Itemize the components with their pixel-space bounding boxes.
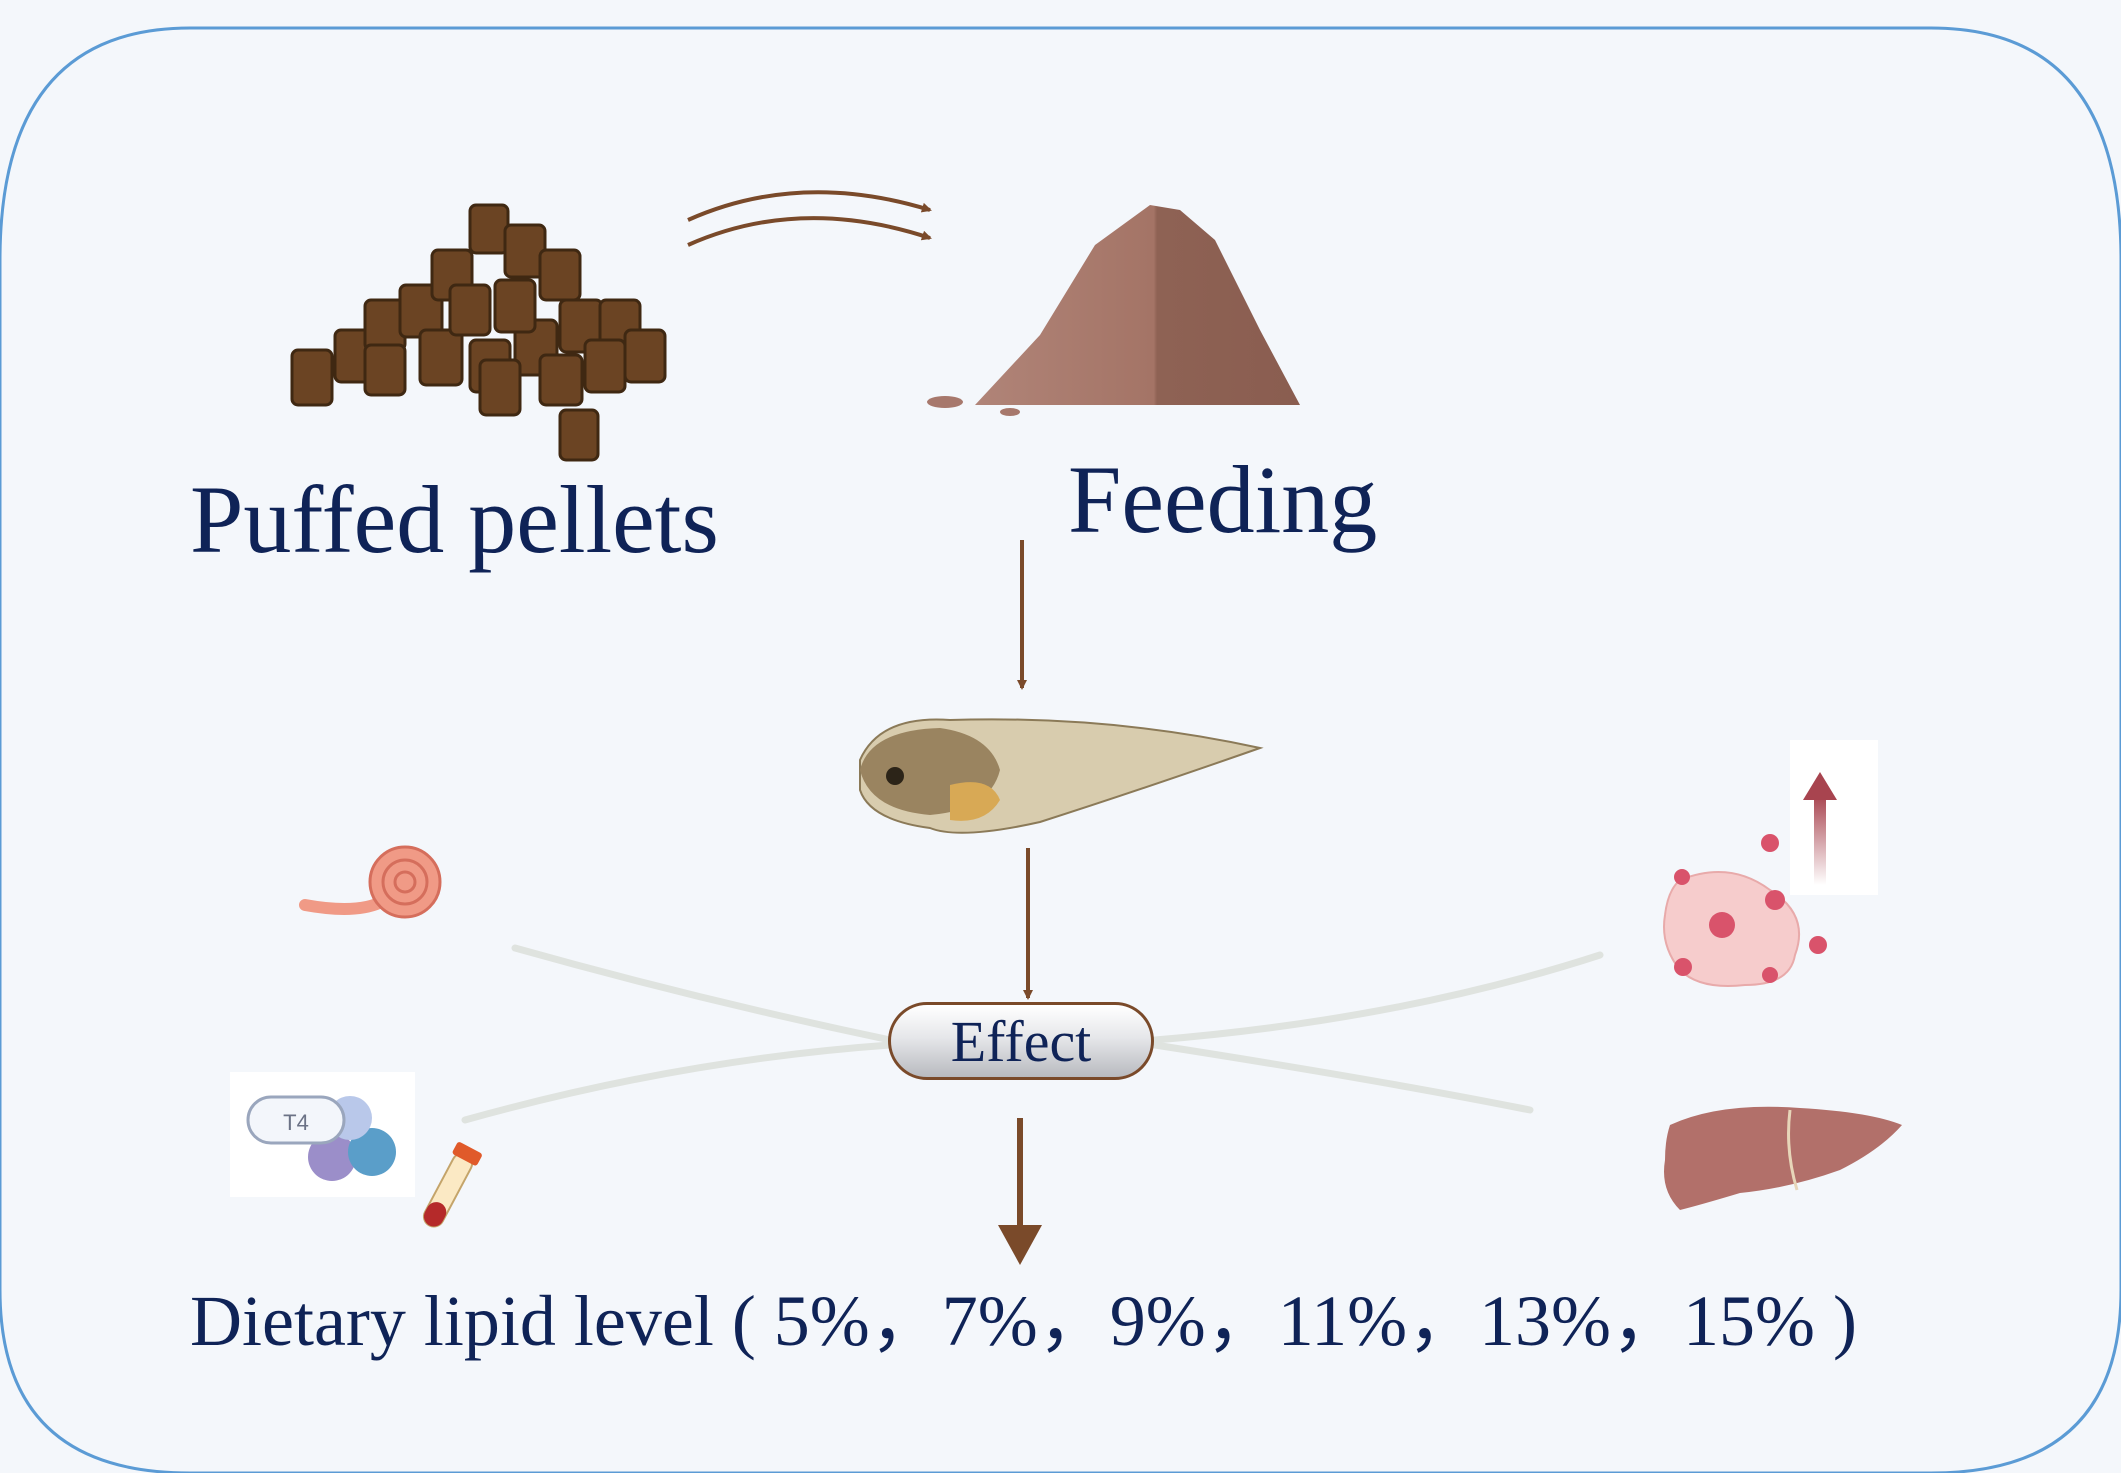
pellets-label: Puffed pellets — [190, 472, 719, 568]
effect-label: Effect — [951, 1008, 1092, 1075]
effect-node: Effect — [888, 1002, 1154, 1080]
lipid-level-label: Dietary lipid level ( 5%，7%，9%，11%，13%，1… — [190, 1285, 1857, 1357]
t4-label: T4 — [283, 1110, 309, 1135]
thyroid-hormone-icon — [230, 1072, 415, 1197]
feeding-label: Feeding — [1068, 452, 1377, 548]
